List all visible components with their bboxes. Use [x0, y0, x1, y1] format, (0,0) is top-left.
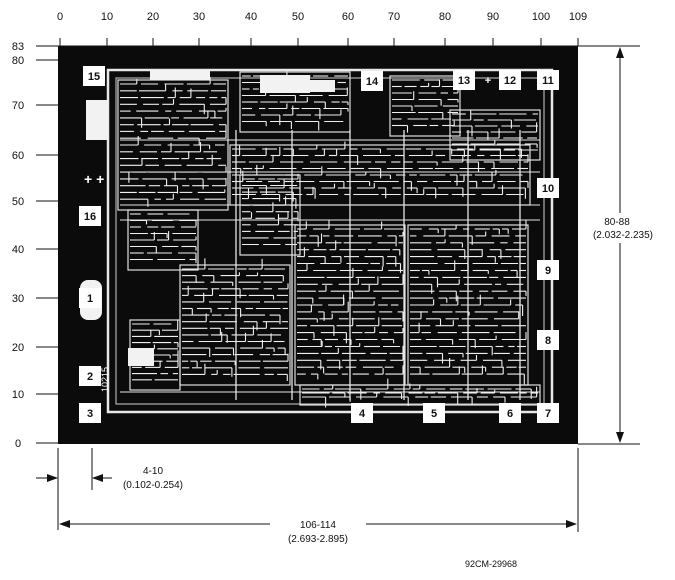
- pad-label: 8: [545, 335, 551, 347]
- bonding-pad: [537, 70, 559, 90]
- pad-label: 3: [87, 408, 93, 420]
- left-axis-label: 50: [12, 196, 24, 208]
- circuit-component: [128, 348, 154, 366]
- left-axis-label: 0: [15, 438, 21, 450]
- top-axis-label: 60: [342, 11, 354, 23]
- left-axis-label: 40: [12, 244, 24, 256]
- left-axis-label: 20: [12, 342, 24, 354]
- bonding-pad: [83, 66, 105, 86]
- circuit-block: [389, 75, 461, 137]
- bonding-pad: [79, 403, 101, 423]
- left-axis-label: 10: [12, 389, 24, 401]
- circuit-component: [86, 100, 108, 140]
- pad-label: 13: [458, 75, 470, 87]
- height-metric: (2.032-2.235): [593, 230, 653, 241]
- bonding-pad: [537, 260, 559, 280]
- pad-label: +: [485, 75, 491, 87]
- height-value: 80-88: [604, 217, 630, 228]
- width-metric: (2.693-2.895): [288, 534, 348, 545]
- bonding-pad: [423, 403, 445, 423]
- top-axis-label: 20: [147, 11, 159, 23]
- bonding-pad: [79, 288, 101, 308]
- width-value: 106-114: [300, 520, 336, 531]
- bonding-pad: [79, 366, 101, 386]
- die-marking: 10215: [100, 367, 110, 392]
- pad-label: 11: [542, 75, 554, 87]
- pad-label: 4: [359, 408, 366, 420]
- bonding-pad: [499, 403, 521, 423]
- pad-label: 9: [545, 265, 551, 277]
- pad-label: 16: [84, 211, 96, 223]
- pad-label: 15: [88, 71, 100, 83]
- bonding-pad: [361, 71, 383, 91]
- height-dimension: 80-88 (2.032-2.235): [578, 45, 664, 445]
- left-axis-label: 83: [12, 41, 24, 53]
- bonding-pad: [351, 403, 373, 423]
- top-axis-label: 30: [193, 11, 205, 23]
- alignment-marks: + +: [84, 171, 104, 187]
- circuit-component: [260, 75, 310, 93]
- left-axis: 83 80 70 60 50 40 30 20 10 0: [12, 41, 58, 450]
- offset-metric: (0.102-0.254): [123, 480, 183, 491]
- top-axis-label: 90: [487, 11, 499, 23]
- pad-label: 14: [366, 76, 379, 88]
- circuit-bus: [106, 68, 554, 414]
- offset-dimension: 4-10 (0.102-0.254): [36, 448, 183, 530]
- top-axis-label: 0: [57, 11, 63, 23]
- bonding-pad: [499, 70, 521, 90]
- top-axis-label: 100: [532, 11, 550, 23]
- circuit-bus: [115, 77, 545, 405]
- circuit-area: [80, 68, 554, 414]
- top-axis-label: 109: [569, 11, 587, 23]
- bonding-pad: [537, 178, 559, 198]
- left-axis-label: 60: [12, 150, 24, 162]
- pad-label: 1: [87, 293, 93, 305]
- left-axis-label: 30: [12, 293, 24, 305]
- pad-label: 12: [504, 75, 516, 87]
- top-axis-label: 10: [101, 11, 113, 23]
- top-axis-label: 40: [245, 11, 257, 23]
- left-axis-label: 80: [12, 55, 24, 67]
- top-axis: 0 10 20 30 40 50 60 70 80 90 100 109: [57, 11, 587, 47]
- pad-label: 2: [87, 371, 93, 383]
- pad-label: 7: [545, 408, 551, 420]
- bonding-pads: 15 14 13 +12 11 16 10 9 1 8 2 3 4 5 6 7: [79, 66, 559, 423]
- width-dimension: 106-114 (2.693-2.895): [59, 448, 579, 546]
- left-axis-label: 70: [12, 100, 24, 112]
- offset-value: 4-10: [143, 466, 163, 477]
- pad-label: 10: [542, 183, 554, 195]
- bonding-pad: [453, 70, 475, 90]
- top-axis-label: 50: [292, 11, 304, 23]
- bonding-pad: [537, 403, 559, 423]
- circuit-block: [239, 71, 351, 133]
- top-axis-label: 70: [388, 11, 400, 23]
- figure-code: 92CM-29968: [465, 559, 517, 569]
- circuit-component: [150, 70, 210, 80]
- bonding-pad: [537, 330, 559, 350]
- circuit-block: [127, 209, 199, 271]
- circuit-block: [449, 109, 541, 161]
- circuit-block: [299, 384, 541, 406]
- top-axis-label: 80: [439, 11, 451, 23]
- pad-label: 6: [507, 408, 513, 420]
- circuit-component: [305, 80, 335, 92]
- bonding-pad: [79, 206, 101, 226]
- pad-label: 5: [431, 408, 437, 420]
